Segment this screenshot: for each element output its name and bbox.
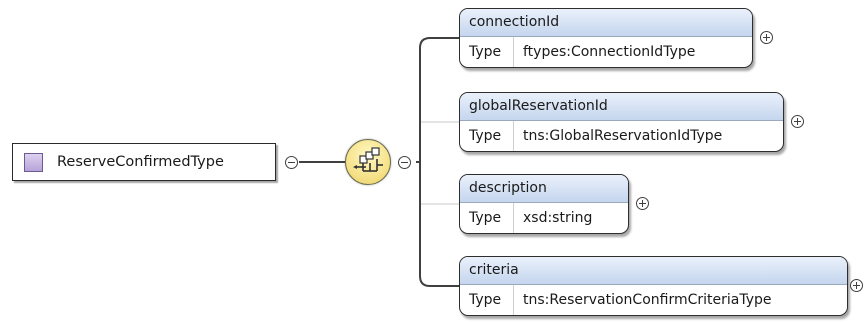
element-global-reservation-id[interactable]: globalReservationId Type tns:GlobalReser… <box>459 92 784 152</box>
element-type: tns:GlobalReservationIdType <box>523 128 723 144</box>
type-label: Type <box>460 37 514 67</box>
type-label: Type <box>460 121 514 151</box>
element-connection-id[interactable]: connectionId Type ftypes:ConnectionIdTyp… <box>459 8 753 68</box>
element-name: connectionId <box>460 9 752 37</box>
element-criteria[interactable]: criteria Type tns:ReservationConfirmCrit… <box>459 256 848 316</box>
complex-type-icon <box>24 152 43 172</box>
root-complex-type[interactable]: ReserveConfirmedType <box>12 143 276 181</box>
element-type: ftypes:ConnectionIdType <box>523 44 696 60</box>
root-type-label: ReserveConfirmedType <box>57 154 224 170</box>
sequence-compositor-icon[interactable] <box>345 139 391 185</box>
element-name: description <box>460 175 628 203</box>
element-type: xsd:string <box>523 210 593 226</box>
collapse-sequence-icon[interactable] <box>398 156 411 169</box>
element-description[interactable]: description Type xsd:string <box>459 174 629 234</box>
type-label: Type <box>460 203 514 233</box>
element-name: globalReservationId <box>460 93 783 121</box>
element-type: tns:ReservationConfirmCriteriaType <box>523 292 772 308</box>
expand-criteria-icon[interactable] <box>850 279 863 292</box>
expand-description-icon[interactable] <box>636 197 649 210</box>
expand-global-reservation-id-icon[interactable] <box>791 115 804 128</box>
element-name: criteria <box>460 257 847 285</box>
collapse-root-icon[interactable] <box>285 156 298 169</box>
expand-connection-id-icon[interactable] <box>760 31 773 44</box>
type-label: Type <box>460 285 514 315</box>
